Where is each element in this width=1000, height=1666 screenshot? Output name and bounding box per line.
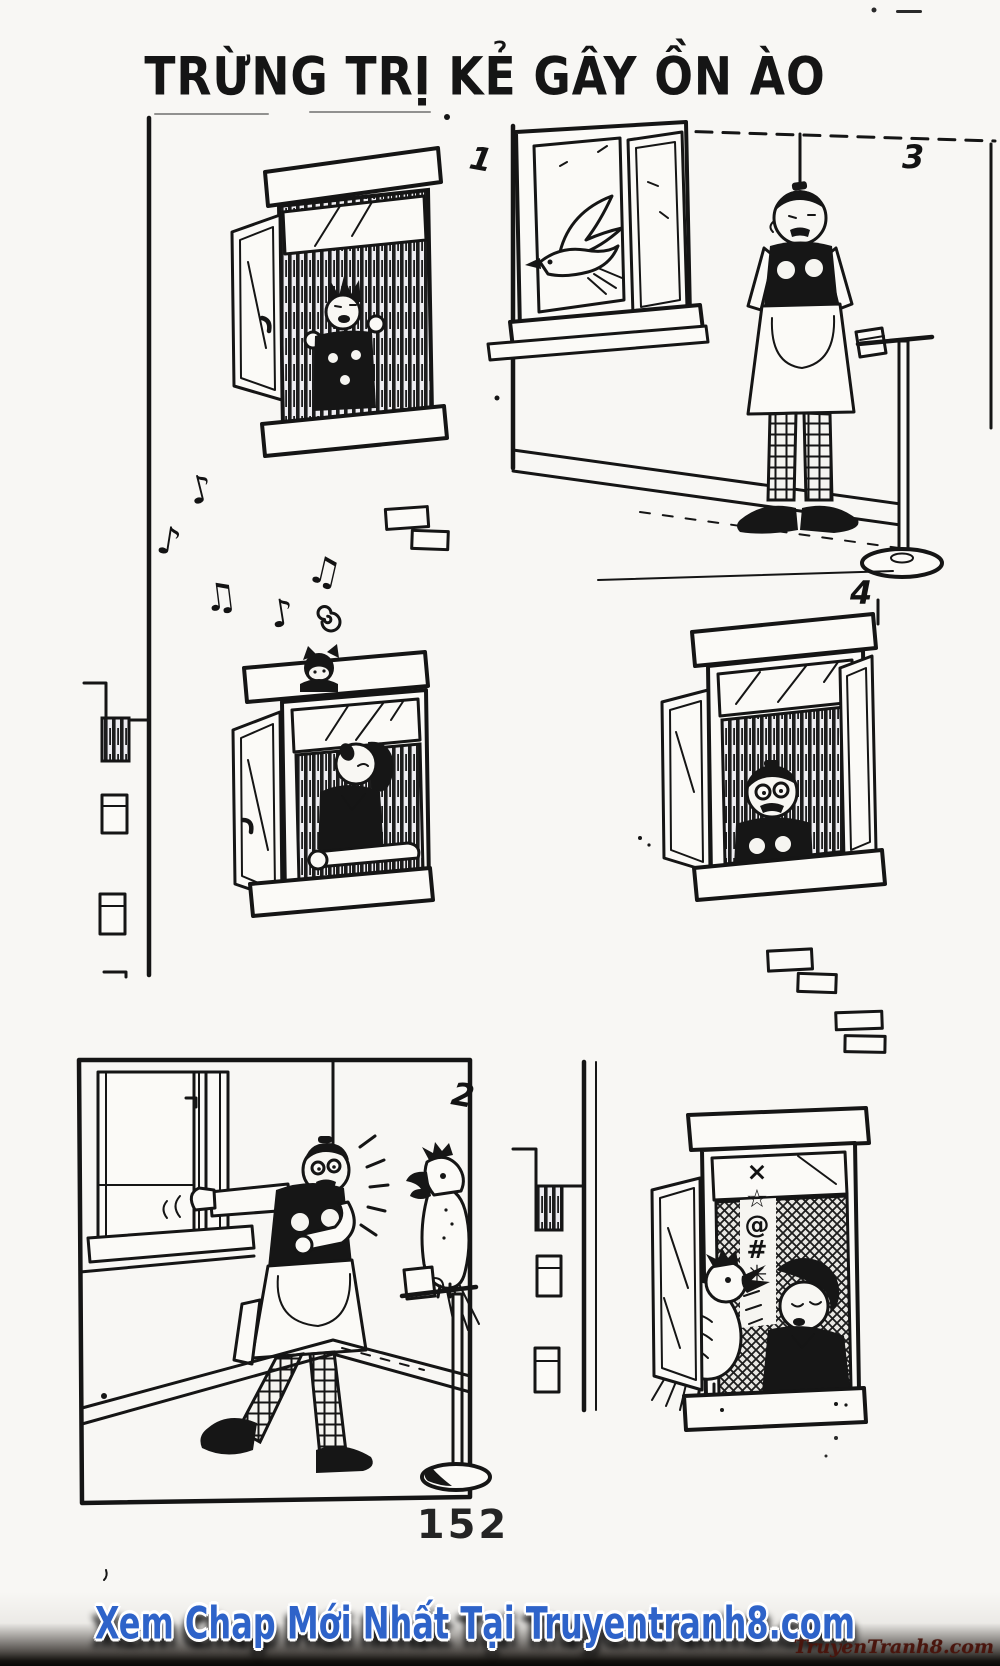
cat-icon <box>300 644 339 692</box>
music-note-icon: ♫ <box>201 573 240 621</box>
man-standing <box>737 181 859 534</box>
brick <box>796 971 838 995</box>
page-title: TRỪNG TRỊ KẺ GÂY ỒN ÀO <box>144 46 826 108</box>
brick <box>410 528 450 552</box>
panel-1-number: 1 <box>467 138 496 179</box>
closed-window <box>78 1070 256 1274</box>
panel-3-number: 3 <box>902 138 924 176</box>
small-window <box>533 1346 561 1394</box>
small-window <box>100 793 129 835</box>
brick <box>383 505 431 531</box>
music-note-icon: ♪ <box>184 465 218 514</box>
panel-3: 3 <box>486 120 997 579</box>
final-window-scene: × ☆ @ # ✳ <box>650 1106 871 1432</box>
left-building-facade <box>82 681 150 979</box>
symbol-hash: # <box>747 1235 768 1264</box>
brick <box>843 1034 887 1054</box>
symbol-at: @ <box>745 1210 770 1239</box>
music-note-icon: ♪ <box>154 517 185 564</box>
right-building-facade <box>511 1059 597 1413</box>
music-note-icon: ♪ <box>267 590 298 637</box>
bricks <box>383 505 887 1054</box>
parrot-on-stand <box>399 1142 492 1492</box>
hatched-window <box>100 716 131 763</box>
small-window <box>535 1254 563 1298</box>
man-leaning-out <box>734 760 813 867</box>
panel-2-number: 2 <box>449 1074 478 1115</box>
panel-4-number: 4 <box>849 574 872 612</box>
symbol-star: ☆ <box>746 1184 768 1213</box>
bird-stand <box>854 326 944 579</box>
open-casement <box>650 1176 704 1392</box>
footer-banner: Xem Chap Mới Nhất Tại Truyentranh8.com <box>94 1598 856 1650</box>
singing-man-figure <box>303 276 386 411</box>
panel-4: 4 <box>597 570 894 902</box>
squawk-lines <box>743 1290 763 1325</box>
music-note-icon: ♫ <box>303 546 346 597</box>
scan-noise <box>103 7 922 1581</box>
spiral-doodle <box>316 605 342 633</box>
escaping-bird-icon <box>525 145 669 295</box>
sleeping-man <box>762 1257 850 1392</box>
page-number: 152 <box>416 1502 510 1548</box>
site-watermark: TruyenTranh8.com <box>793 1636 994 1658</box>
panel-1: 1 <box>146 111 496 978</box>
singing-man-at-window <box>307 741 421 871</box>
symbol-x: × <box>747 1157 768 1186</box>
window-cat-scene <box>231 644 435 918</box>
music-notes: ♪ ♪ ♫ ♫ ♪ <box>154 465 346 637</box>
window-singing-man <box>230 146 449 458</box>
footer-gradient <box>0 1592 1000 1666</box>
window-bird-escaping <box>486 120 710 362</box>
alert-sparks <box>358 1134 390 1237</box>
brick <box>834 1009 884 1032</box>
brick <box>766 947 814 973</box>
panel-2: 2 <box>76 1057 492 1506</box>
small-window <box>98 892 127 936</box>
hatched-window <box>534 1184 564 1232</box>
